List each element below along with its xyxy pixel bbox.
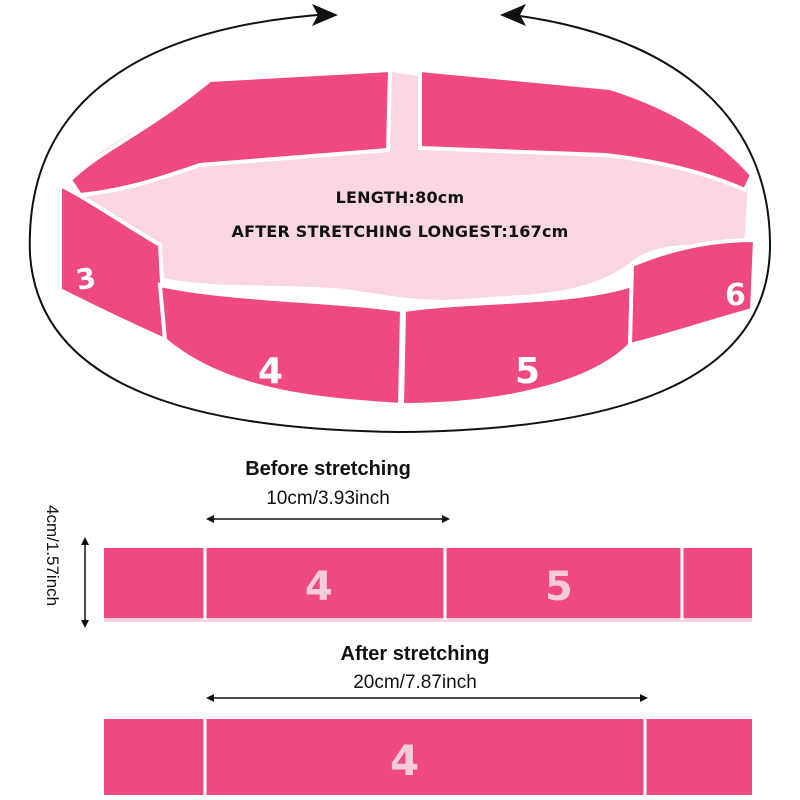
measure-arrow-down-icon	[81, 620, 89, 628]
band-segment-6	[627, 237, 758, 348]
stretch-direction-ellipse	[28, 13, 772, 434]
measure-arrow-left-icon	[206, 515, 214, 523]
before-number-5: 5	[545, 564, 573, 610]
stretch-length-label: AFTER STRETCHING LONGEST:167cm	[231, 222, 569, 241]
before-stretching-measure: 10cm/3.93inch	[266, 488, 390, 509]
loop-number-6: 6	[725, 278, 746, 313]
arrow-right-icon	[312, 4, 338, 26]
after-stretching-title: After stretching	[340, 643, 490, 665]
before-number-4: 4	[305, 564, 333, 610]
after-stretching-measure: 20cm/7.87inch	[353, 672, 477, 693]
width-label: 4cm/1.57inch	[43, 505, 62, 607]
after-stretching-strip	[104, 719, 752, 795]
length-label: LENGTH:80cm	[335, 188, 465, 207]
before-stretching-strip	[104, 548, 752, 622]
measure-arrow-right-icon	[640, 694, 648, 702]
loop-number-4: 4	[258, 351, 283, 392]
measure-arrow-up-icon	[81, 537, 89, 545]
measure-arrow-right-icon	[442, 515, 450, 523]
before-stretching-title: Before stretching	[245, 458, 411, 480]
measure-arrow-left-icon	[206, 694, 214, 702]
arrow-left-icon	[500, 4, 526, 26]
band-segment-back-right	[418, 67, 755, 193]
loop-number-5: 5	[515, 351, 540, 392]
after-number-4: 4	[390, 736, 419, 785]
